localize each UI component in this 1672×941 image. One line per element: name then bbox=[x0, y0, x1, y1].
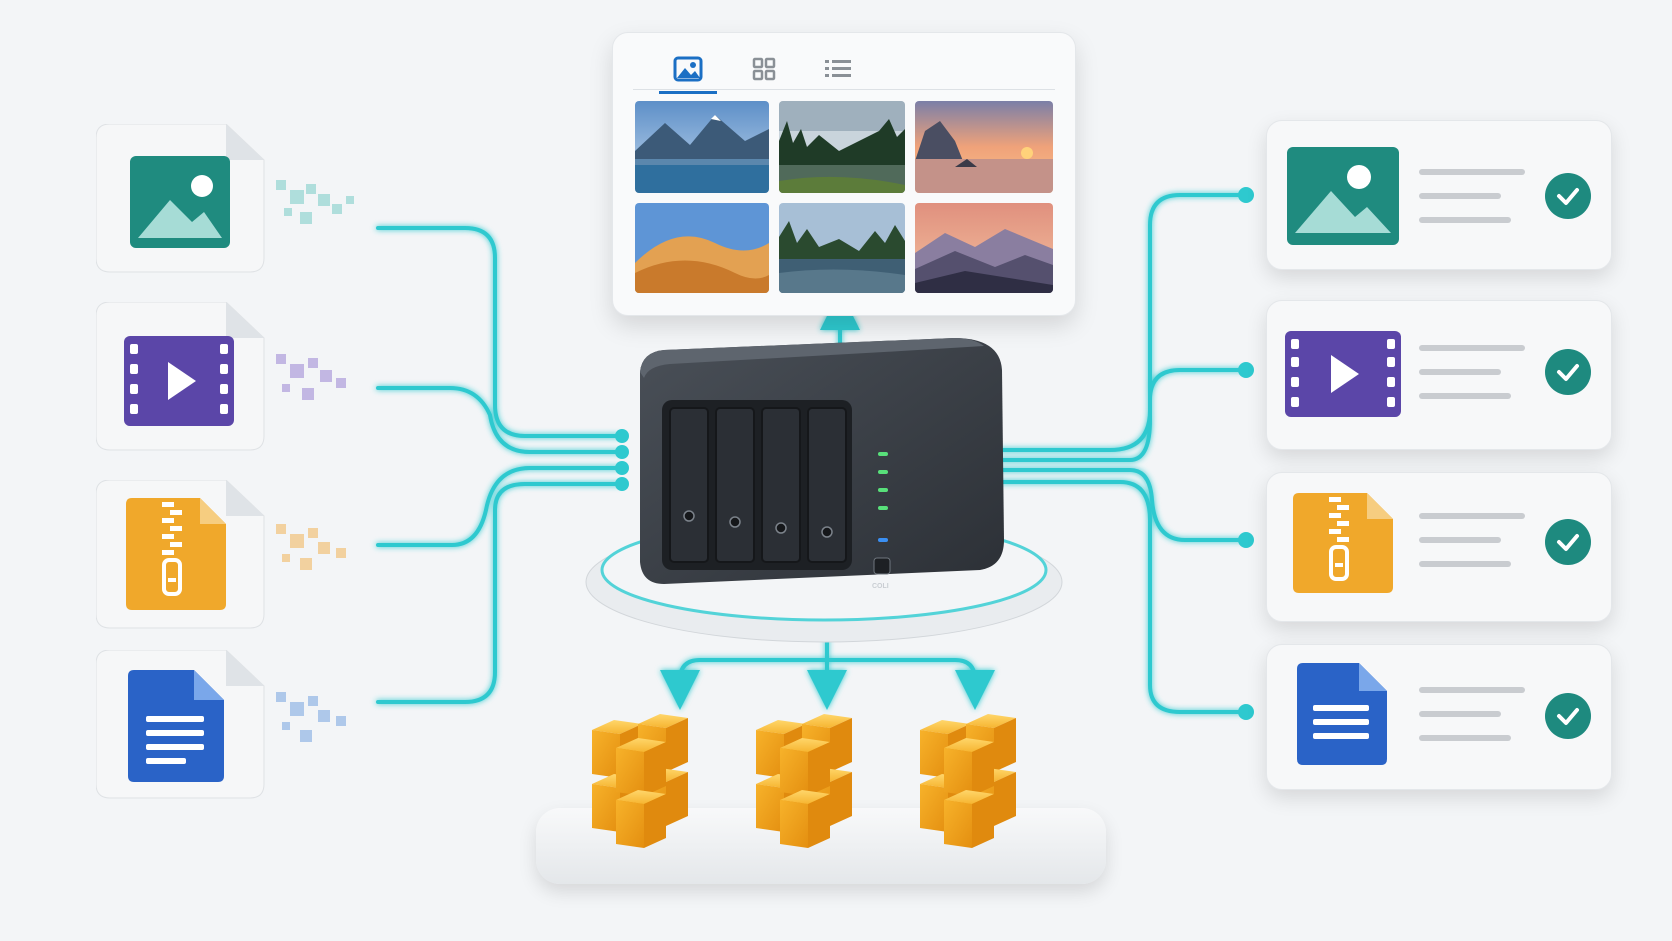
port-dot bbox=[615, 477, 629, 491]
power-button bbox=[873, 557, 891, 575]
video-file-icon bbox=[124, 336, 234, 426]
sunset-coast-thumbnail[interactable] bbox=[915, 101, 1053, 193]
port-dot bbox=[615, 461, 629, 475]
result-card-video bbox=[1266, 300, 1612, 450]
connector-down-right bbox=[825, 658, 995, 710]
photo-gallery-panel bbox=[612, 32, 1076, 316]
port-dot bbox=[1238, 187, 1254, 203]
image-icon bbox=[673, 56, 703, 82]
check-icon bbox=[1545, 519, 1591, 565]
block-cluster-3 bbox=[920, 714, 1016, 848]
storage-blocks bbox=[592, 714, 1016, 848]
connector-zip bbox=[376, 466, 622, 547]
list-icon bbox=[825, 60, 851, 77]
image-file-icon bbox=[130, 156, 230, 248]
connector-out-video bbox=[994, 368, 1248, 462]
result-card-zip bbox=[1266, 472, 1612, 622]
source-file-document bbox=[96, 650, 346, 799]
connector-video bbox=[376, 386, 622, 454]
video-file-icon bbox=[1285, 331, 1401, 417]
check-icon bbox=[1545, 173, 1591, 219]
mountain-lake-thumbnail[interactable] bbox=[635, 101, 769, 193]
zip-file-icon bbox=[126, 498, 226, 610]
result-card-image bbox=[1266, 120, 1612, 270]
connector-out-zip bbox=[994, 468, 1248, 542]
block-cluster-1 bbox=[592, 714, 688, 848]
source-file-zip bbox=[96, 480, 346, 629]
document-file-icon bbox=[1297, 663, 1387, 765]
nas-brand-label: COLI bbox=[872, 583, 889, 590]
image-file-icon bbox=[1287, 147, 1399, 245]
tab-gallery-view[interactable] bbox=[659, 47, 717, 94]
port-dot bbox=[1238, 532, 1254, 548]
connector-doc bbox=[376, 482, 622, 704]
tab-grid-view[interactable] bbox=[735, 47, 793, 91]
source-file-video bbox=[96, 302, 346, 451]
connector-out-doc bbox=[994, 480, 1248, 714]
check-icon bbox=[1545, 349, 1591, 395]
forest-lake-thumbnail[interactable] bbox=[779, 101, 905, 193]
port-dot bbox=[615, 429, 629, 443]
port-dot bbox=[1238, 704, 1254, 720]
tab-list-view[interactable] bbox=[809, 47, 867, 91]
misty-mountains-thumbnail[interactable] bbox=[915, 203, 1053, 293]
nas-device: COLI bbox=[584, 330, 1064, 650]
connector-down-left bbox=[660, 658, 829, 710]
connector-image bbox=[376, 226, 622, 438]
source-file-image bbox=[96, 124, 354, 273]
check-icon bbox=[1545, 693, 1591, 739]
document-file-icon bbox=[128, 670, 224, 782]
grid-icon bbox=[752, 57, 776, 81]
result-card-document bbox=[1266, 644, 1612, 790]
port-dot bbox=[615, 445, 629, 459]
block-cluster-2 bbox=[756, 714, 852, 848]
desert-dunes-thumbnail[interactable] bbox=[635, 203, 769, 293]
zip-file-icon bbox=[1293, 493, 1393, 593]
river-forest-thumbnail[interactable] bbox=[779, 203, 905, 293]
port-dot bbox=[1238, 362, 1254, 378]
